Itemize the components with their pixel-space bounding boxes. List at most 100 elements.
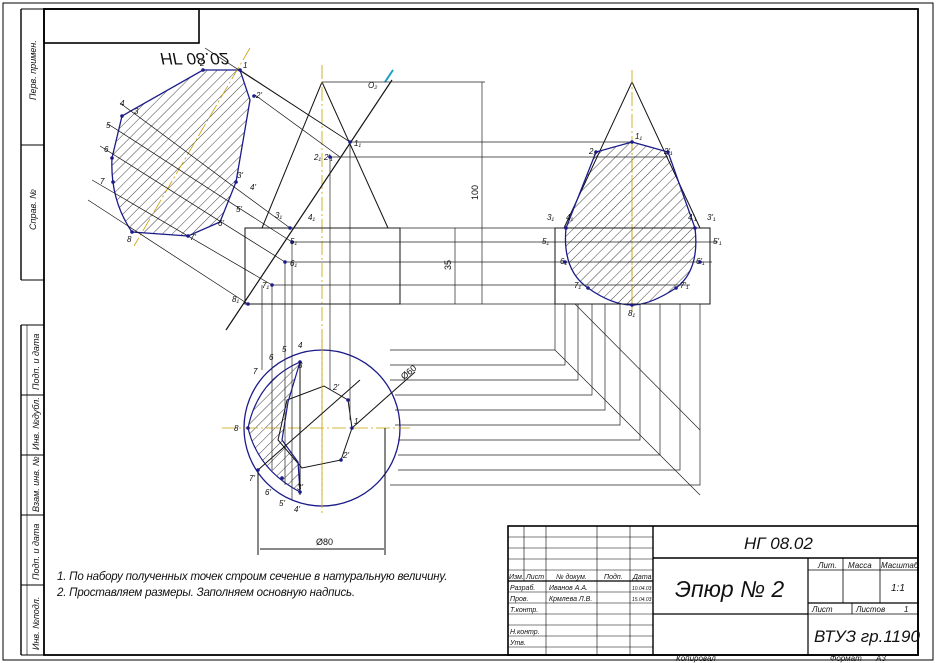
label-s2: 2₁ (588, 147, 596, 156)
mirrored-code-box (43, 8, 200, 44)
label-5p: 5' (236, 205, 242, 214)
row-date-0: 10.04.03 (632, 586, 652, 592)
label-f2p: 2'₁ (323, 153, 333, 162)
row-role-2: Т.контр. (510, 607, 538, 614)
row-role-0: Разраб. (510, 584, 535, 592)
label-o2: O₂ (368, 81, 377, 90)
label-s7: 7₁ (574, 281, 581, 290)
label-s6p: 6'₁ (696, 257, 705, 266)
hdr-izm: Изм. (509, 574, 524, 581)
title-sheet-title: Эпюр № 2 (675, 576, 784, 602)
true-shape (87, 47, 351, 305)
label-1: 1 (243, 61, 247, 70)
label-s3p: 3'₁ (707, 213, 716, 222)
label-s6: 6₁ (560, 257, 567, 266)
label-h2p: 2' (332, 383, 339, 392)
label-f2: 2₁ (313, 153, 321, 162)
side-label-podl: Инв. №подл. (31, 597, 41, 650)
label-s5: 5₁ (542, 237, 549, 246)
label-h6p: 6' (265, 488, 271, 497)
label-h7p: 7' (249, 474, 255, 483)
label-h5p: 5' (279, 499, 285, 508)
side-view (554, 70, 711, 312)
label-s5p: 5'₁ (713, 237, 722, 246)
label-h3p: 3' (297, 483, 303, 492)
label-h2: 2' (342, 451, 349, 460)
hdr-doc: № докум. (556, 573, 587, 581)
label-5: 5 (106, 121, 111, 130)
scale-value: 1:1 (891, 583, 905, 594)
hdr-list: Лист (525, 574, 544, 581)
transfer-lines (390, 303, 701, 496)
hdr-podp: Подп. (604, 573, 623, 581)
label-f8: 8₁ (232, 295, 239, 304)
projection-lines (248, 81, 718, 305)
label-4: 4 (120, 99, 125, 108)
scale-label: Масштаб (881, 561, 919, 570)
footer-format-label: Формат (830, 654, 862, 663)
side-labels: Перв. примен. Справ. № Подп. и дата Инв.… (28, 40, 41, 650)
sheets-value: 1 (904, 605, 908, 614)
label-h4: 4 (298, 341, 303, 350)
vertical-links (261, 142, 351, 500)
mirrored-code: НГ 08.02 (160, 49, 229, 68)
inner-frame (43, 8, 919, 656)
side-strip (20, 8, 44, 656)
row-name-0: Иванов А.А. (549, 585, 588, 592)
note-1: 1. По набору полученных точек строим сеч… (57, 571, 448, 583)
row-role-4: Н.контр. (510, 629, 540, 636)
sheet-label: Лист (811, 605, 833, 614)
title-block-text: НГ 08.02 Эпюр № 2 ВТУЗ гр.1190 Изм. Лист… (509, 534, 920, 663)
label-3p: 3' (237, 171, 243, 180)
row-date-1: 15.04.03 (632, 597, 652, 603)
label-f7: 7₁ (262, 281, 269, 290)
point-labels: 1 2 2' 4 3 5 6 7 8 7' 6' 5' 4' 3' O₂ 1₁ … (100, 59, 722, 514)
dim-height-cyl: 35 (443, 260, 453, 270)
side-label-vzam: Взам. инв. № (31, 456, 41, 512)
label-2: 2 (199, 59, 205, 68)
label-s7p: 7'₁ (680, 281, 689, 290)
label-h5: 5 (282, 345, 287, 354)
title-org: ВТУЗ гр.1190 (814, 627, 920, 646)
label-f4: 4₁ (308, 213, 315, 222)
row-name-1: Крмлева Л.В. (549, 596, 592, 603)
side-label-podp2: Подп. и дата (31, 524, 41, 580)
label-f1: 1₁ (354, 139, 361, 148)
sheets-label: Листов (855, 605, 885, 614)
label-h3: 3 (298, 361, 303, 370)
label-s1: 1₁ (635, 132, 642, 141)
dim-diameter: Ø80 (316, 537, 333, 547)
label-s2p: 2'₁ (663, 147, 673, 156)
hdr-date: Дата (632, 574, 652, 581)
plan-view (222, 340, 416, 555)
label-7p: 7' (190, 233, 196, 242)
mass-label: Масса (848, 561, 872, 570)
label-6: 6 (104, 145, 109, 154)
note-2: 2. Проставляем размеры. Заполняем основн… (57, 587, 355, 599)
label-h7: 7 (253, 367, 258, 376)
label-7: 7 (100, 177, 105, 186)
point-markers (110, 68, 702, 494)
title-block (507, 525, 919, 656)
label-s4: 4₁ (566, 213, 573, 222)
label-6p: 6' (218, 219, 224, 228)
footer-copied: Копировал (676, 654, 716, 663)
label-s8: 8₁ (628, 309, 635, 318)
label-8: 8 (127, 235, 132, 244)
side-label-perv: Перв. примен. (28, 40, 38, 100)
footer-format-value: А3 (875, 654, 886, 663)
lit-label: Лит. (817, 561, 837, 570)
title-doc-code: НГ 08.02 (744, 534, 813, 553)
label-h1: 1 (354, 417, 358, 426)
row-role-1: Пров. (510, 596, 529, 603)
label-3: 3 (134, 107, 139, 116)
side-label-podp1: Подп. и дата (31, 334, 41, 390)
label-s4p: 4'₁ (688, 213, 697, 222)
side-label-dubl: Инв. №дубл. (31, 397, 41, 450)
label-f5: 5₁ (290, 237, 297, 246)
label-f6: 6₁ (290, 259, 297, 268)
side-label-sprav: Справ. № (28, 189, 38, 230)
row-role-5: Утв. (509, 640, 526, 647)
